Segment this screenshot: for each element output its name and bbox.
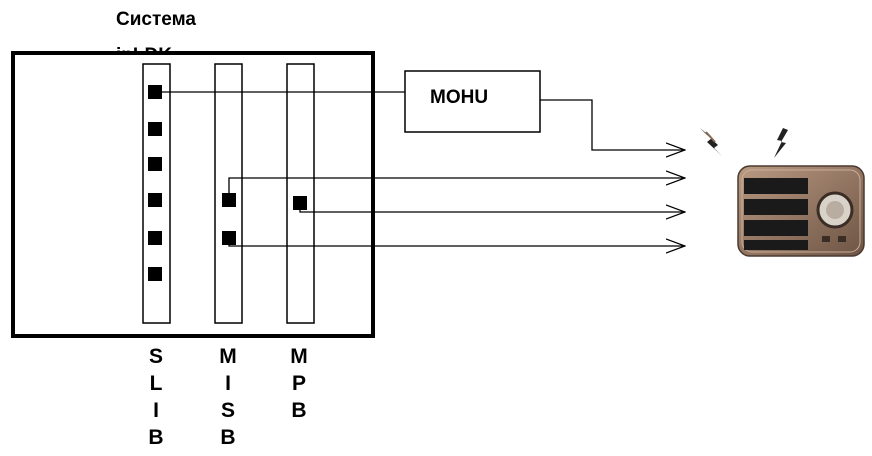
port [148, 267, 162, 281]
card-mpb [286, 63, 315, 324]
misb-line-2 [228, 245, 685, 246]
port [222, 231, 236, 245]
card-letter: S [148, 345, 163, 368]
mpb-line [299, 210, 685, 212]
mohu-to-radio-line [540, 99, 685, 150]
lightning-icon [700, 128, 722, 156]
lightning-icon [774, 128, 788, 158]
card-letter: B [291, 399, 307, 422]
mohu-box [404, 70, 541, 133]
mohu-label: MOHU [430, 87, 489, 108]
radio-icon [737, 165, 865, 257]
card-letter: B [148, 426, 164, 449]
port [293, 196, 307, 210]
card-letter: B [220, 426, 236, 449]
card-letter: S [220, 399, 235, 422]
card-label-mpb: M P B [287, 343, 311, 424]
system-title-line2: ipLDK [116, 45, 172, 55]
port [148, 157, 162, 171]
card-letter: I [225, 372, 231, 395]
misb-line-1 [228, 178, 685, 193]
port [148, 231, 162, 245]
system-title: Система [116, 9, 196, 30]
system-frame [11, 51, 375, 338]
port [148, 193, 162, 207]
card-letter: M [290, 345, 308, 368]
card-letter: I [153, 399, 159, 422]
card-label-misb: M I S B [216, 343, 240, 451]
card-label-slib: S L I B [144, 343, 168, 451]
card-letter: M [219, 345, 237, 368]
card-letter: P [291, 372, 306, 395]
port [148, 122, 162, 136]
port [222, 193, 236, 207]
card-letter: L [149, 372, 163, 395]
